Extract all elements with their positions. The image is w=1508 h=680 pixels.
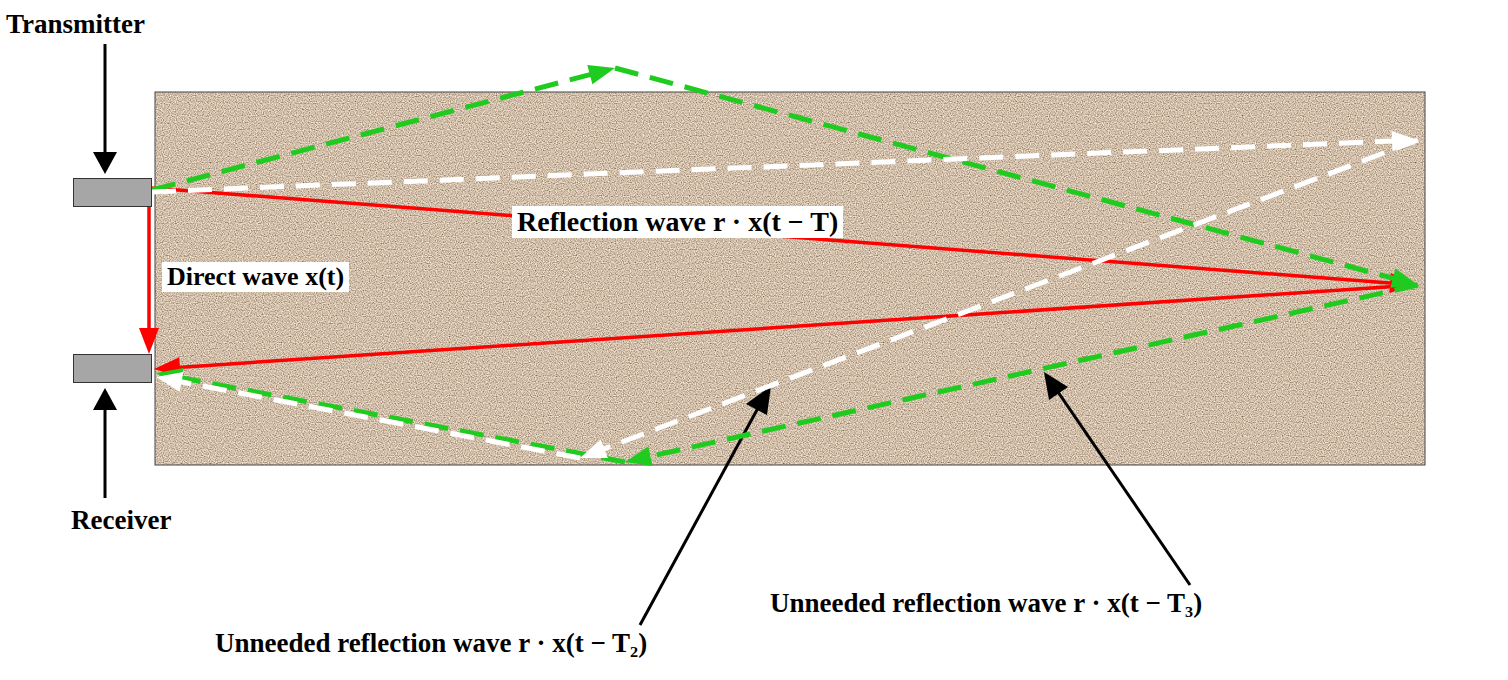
wave-segment xyxy=(645,285,1418,458)
wave-segment xyxy=(176,381,580,458)
wave-label: Reflection wave r · x(t − T) xyxy=(512,206,843,238)
transmitter-probe: Transmitter xyxy=(73,178,152,207)
callout-label: Unneeded reflection wave r · x(t − T₂) xyxy=(215,628,647,659)
wave-segment xyxy=(599,140,1418,451)
wave-segment xyxy=(147,207,151,334)
wave-segment xyxy=(615,68,1399,280)
probe-label: Receiver xyxy=(71,505,171,536)
arrow-head xyxy=(139,328,159,354)
wave-path xyxy=(152,131,1418,458)
probe-label: Transmitter xyxy=(6,9,145,40)
receiver-probe: Receiver xyxy=(73,354,152,383)
wave-path xyxy=(139,207,159,354)
leader-arrows xyxy=(93,44,1190,625)
wave-label: Direct wave x(t) xyxy=(162,262,349,292)
arrow-head xyxy=(580,439,608,458)
wave-segment xyxy=(152,73,596,190)
arrow-head xyxy=(587,65,615,84)
wave-path xyxy=(152,188,1416,377)
callout-label: Unneeded reflection wave r · x(t − T₃) xyxy=(770,588,1202,619)
arrow-head xyxy=(625,447,653,467)
wave-segment xyxy=(152,141,1398,192)
arrow-head xyxy=(156,372,183,392)
wave-path xyxy=(152,65,1418,466)
wave-segment xyxy=(176,377,625,462)
